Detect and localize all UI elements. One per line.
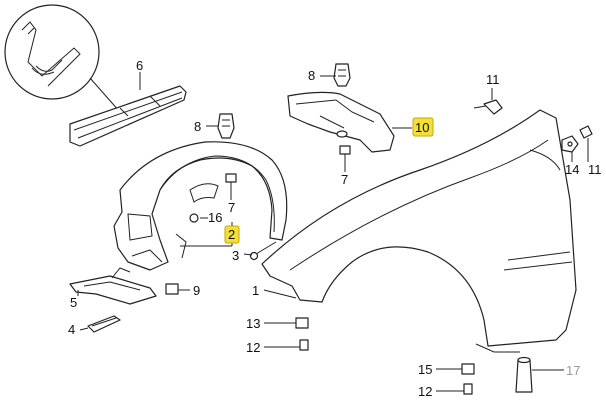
screw-part-11b	[579, 125, 593, 139]
screw-part-12b	[463, 383, 473, 395]
nut-part-14	[561, 135, 579, 153]
label-part-8a[interactable]: 8	[308, 68, 315, 83]
label-part-17[interactable]: 17	[566, 363, 580, 378]
bracket-part-5	[69, 267, 157, 305]
detail-inset	[4, 4, 121, 113]
label-part-11a[interactable]: 11	[486, 72, 500, 87]
label-part-8b[interactable]: 8	[194, 119, 201, 134]
fender-part	[261, 109, 577, 353]
clip-part-8a	[333, 63, 351, 87]
leader-lines	[77, 75, 589, 392]
wheel-arch-liner-part	[113, 141, 288, 271]
clip-part-9	[165, 283, 179, 295]
label-part-2[interactable]: 2	[228, 227, 235, 242]
label-part-3[interactable]: 3	[232, 248, 239, 263]
label-part-4[interactable]: 4	[68, 322, 75, 337]
label-part-1[interactable]: 1	[252, 283, 259, 298]
clip-part-13	[295, 317, 309, 329]
label-part-6[interactable]: 6	[136, 58, 143, 73]
upper-shield-part	[287, 91, 395, 153]
trim-strip-part	[69, 72, 187, 147]
clip-part-7a	[339, 145, 351, 162]
label-part-7a[interactable]: 7	[341, 172, 348, 187]
label-part-9[interactable]: 9	[193, 283, 200, 298]
label-part-12a[interactable]: 12	[246, 340, 260, 355]
strip-part-4	[87, 315, 121, 333]
highlight-box-2	[224, 225, 240, 244]
highlight-box-10	[412, 117, 434, 137]
label-part-12b[interactable]: 12	[418, 384, 432, 399]
clip-part-7b	[225, 173, 237, 190]
label-part-15[interactable]: 15	[418, 362, 432, 377]
bolt-part-16	[189, 213, 199, 223]
sleeve-part-17	[515, 356, 533, 393]
label-part-5[interactable]: 5	[70, 295, 77, 310]
label-part-16[interactable]: 16	[208, 210, 222, 225]
label-part-13[interactable]: 13	[246, 316, 260, 331]
label-part-7b[interactable]: 7	[228, 200, 235, 215]
clip-part-15	[461, 363, 475, 375]
label-part-11b[interactable]: 11	[588, 162, 602, 177]
label-part-10[interactable]: 10	[415, 120, 429, 135]
bolt-part-11	[473, 99, 503, 115]
label-part-14[interactable]: 14	[565, 162, 579, 177]
clip-part-8b	[217, 113, 235, 139]
screw-part-3	[249, 241, 277, 261]
screw-part-12a	[299, 339, 309, 351]
